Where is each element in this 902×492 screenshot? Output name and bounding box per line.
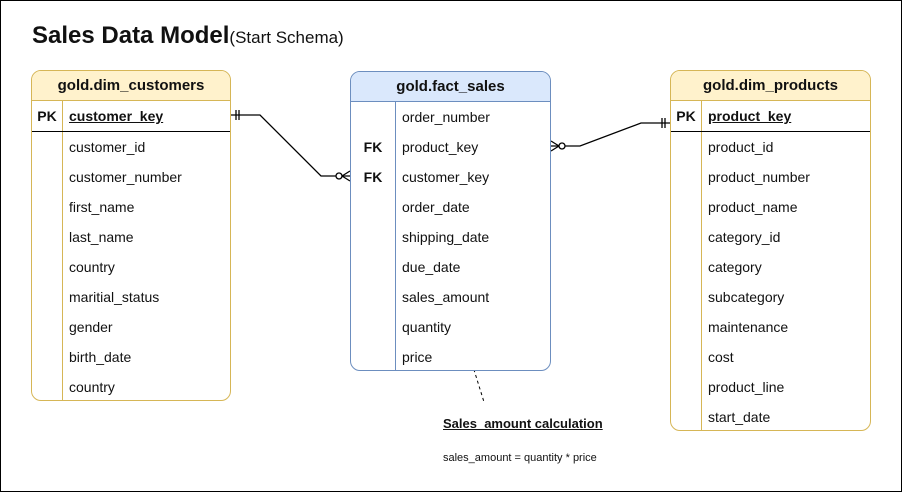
column-name: product_name xyxy=(708,199,798,215)
column-name: maritial_status xyxy=(69,289,160,305)
column-row: product_id xyxy=(671,132,870,162)
column-name: category xyxy=(708,259,762,275)
table-header: gold.dim_customers xyxy=(32,71,230,101)
key-label: FK xyxy=(363,139,383,155)
column-name: country xyxy=(69,379,115,395)
column-row: product_line xyxy=(671,372,870,402)
column-row: order_date xyxy=(351,192,550,222)
column-row: customer_id xyxy=(32,132,230,162)
column-name: product_number xyxy=(708,169,810,185)
column-row: product_number xyxy=(671,162,870,192)
column-row: shipping_date xyxy=(351,222,550,252)
column-name: customer_id xyxy=(69,139,146,155)
title-main: Sales Data Model xyxy=(32,22,230,49)
column-name: customer_number xyxy=(69,169,182,185)
column-name: birth_date xyxy=(69,349,132,365)
fact-to-products-connector xyxy=(550,118,670,152)
column-row: customer_number xyxy=(32,162,230,192)
column-name: product_line xyxy=(708,379,785,395)
table-header: gold.dim_products xyxy=(671,71,870,101)
column-name: maintenance xyxy=(708,319,789,335)
key-column-divider xyxy=(62,101,63,400)
column-row: FK customer_key xyxy=(351,162,550,192)
column-name: price xyxy=(402,349,433,365)
column-row: maritial_status xyxy=(32,282,230,312)
column-name: quantity xyxy=(402,319,452,335)
note-title: Sales_amount calculation xyxy=(443,416,603,431)
column-name: product_key xyxy=(402,139,479,155)
pk-row: PK product_key xyxy=(671,101,870,132)
diagram-title: Sales Data Model(Start Schema) xyxy=(32,22,344,50)
column-name: product_id xyxy=(708,139,774,155)
column-row: country xyxy=(32,252,230,282)
column-name: sales_amount xyxy=(402,289,490,305)
column-row: maintenance xyxy=(671,312,870,342)
pk-column: customer_key xyxy=(69,108,164,124)
column-name: customer_key xyxy=(402,169,490,185)
pk-row: PK customer_key xyxy=(32,101,230,132)
key-label: FK xyxy=(363,169,383,185)
note-text: sales_amount = quantity * price xyxy=(443,452,597,464)
column-row: first_name xyxy=(32,192,230,222)
column-row: category_id xyxy=(671,222,870,252)
column-name: subcategory xyxy=(708,289,785,305)
column-row: start_date xyxy=(671,402,870,430)
table-header: gold.fact_sales xyxy=(351,72,550,102)
table-dim-customers: gold.dim_customers PK customer_key custo… xyxy=(31,70,231,401)
pk-label: PK xyxy=(676,108,696,124)
column-row: price xyxy=(351,342,550,370)
table-dim-products: gold.dim_products PK product_key product… xyxy=(670,70,871,431)
column-name: due_date xyxy=(402,259,461,275)
column-row: subcategory xyxy=(671,282,870,312)
column-row: order_number xyxy=(351,102,550,132)
column-name: shipping_date xyxy=(402,229,490,245)
column-row: product_name xyxy=(671,192,870,222)
customers-to-fact-connector xyxy=(231,110,351,182)
key-column-divider xyxy=(701,101,702,430)
column-row: cost xyxy=(671,342,870,372)
column-name: order_date xyxy=(402,199,470,215)
column-row: birth_date xyxy=(32,342,230,372)
column-row: category xyxy=(671,252,870,282)
column-row: last_name xyxy=(32,222,230,252)
column-row: quantity xyxy=(351,312,550,342)
pk-label: PK xyxy=(37,108,57,124)
column-row: country xyxy=(32,372,230,400)
column-name: gender xyxy=(69,319,113,335)
key-column-divider xyxy=(395,102,396,370)
column-name: start_date xyxy=(708,409,771,425)
column-name: country xyxy=(69,259,115,275)
column-name: category_id xyxy=(708,229,781,245)
column-name: first_name xyxy=(69,199,135,215)
column-row: due_date xyxy=(351,252,550,282)
column-name: order_number xyxy=(402,109,490,125)
table-fact-sales: gold.fact_sales order_number FK product_k… xyxy=(350,71,551,371)
column-row: FK product_key xyxy=(351,132,550,162)
column-row: gender xyxy=(32,312,230,342)
column-name: cost xyxy=(708,349,734,365)
pk-column: product_key xyxy=(708,108,792,124)
note-pointer-line xyxy=(455,311,485,403)
title-sub: (Start Schema) xyxy=(229,28,344,47)
column-row: sales_amount xyxy=(351,282,550,312)
column-name: last_name xyxy=(69,229,134,245)
